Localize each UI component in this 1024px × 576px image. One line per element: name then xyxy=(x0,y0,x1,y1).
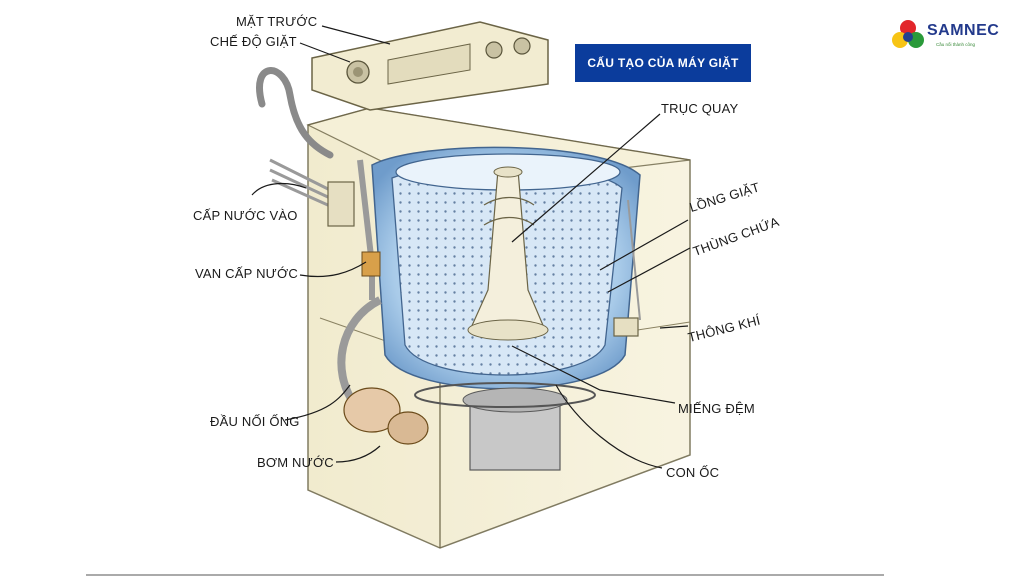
samnec-logo xyxy=(890,16,1000,56)
label-van-cap-nuoc: VAN CẤP NƯỚC xyxy=(195,266,298,281)
label-bom-nuoc: BƠM NƯỚC xyxy=(257,455,334,470)
leader-lines xyxy=(251,25,691,469)
logo-tagline: Cầu nối thành công xyxy=(936,42,976,47)
logo-mark-icon xyxy=(892,20,924,48)
label-mat-truoc: MẶT TRƯỚC xyxy=(236,14,318,29)
agitator-shaft xyxy=(467,166,549,341)
label-con-oc: CON ỐC xyxy=(666,465,720,480)
water-inlet-pipes xyxy=(269,158,331,208)
label-dau-noi-ong: ĐẦU NỐI ỐNG xyxy=(210,414,300,429)
pump-assembly xyxy=(337,296,596,471)
label-che-do-giat: CHẾ ĐỘ GIẶT xyxy=(210,34,297,49)
air-vent xyxy=(613,199,641,337)
label-mieng-dem: MIẾNG ĐỆM xyxy=(678,401,755,416)
label-cap-nuoc-vao: CẤP NƯỚC VÀO xyxy=(193,208,298,223)
diagram-title-box: CẤU TẠO CỦA MÁY GIẶT xyxy=(575,44,751,82)
diagram-title: CẤU TẠO CỦA MÁY GIẶT xyxy=(587,56,739,70)
inlet-hose xyxy=(256,67,334,159)
label-truc-quay: TRỤC QUAY xyxy=(661,101,739,116)
logo-name: SAMNEC xyxy=(927,22,1000,39)
water-valve xyxy=(327,159,381,300)
control-panel xyxy=(311,21,549,111)
